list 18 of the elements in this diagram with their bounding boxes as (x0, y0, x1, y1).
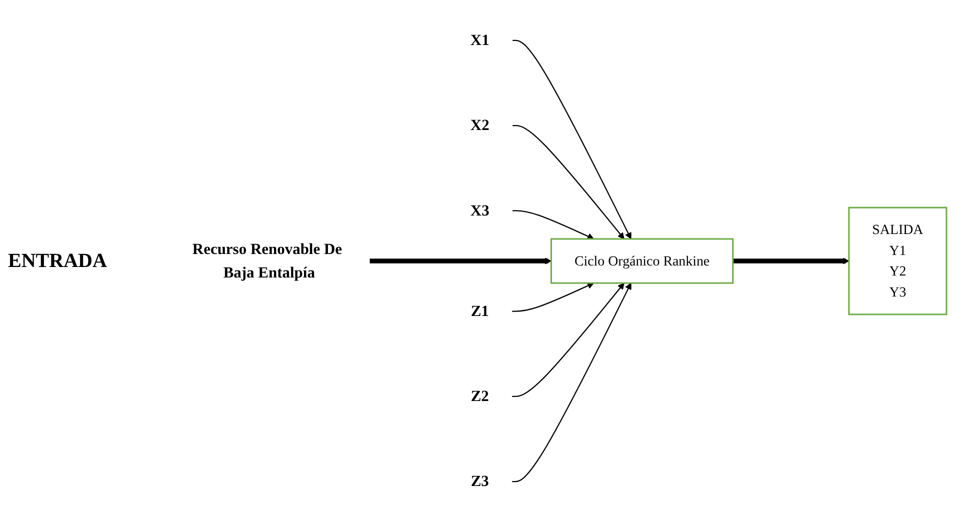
section-label: ENTRADA (8, 250, 108, 272)
arrow (512, 282, 624, 398)
node-text: Z2 (470, 388, 489, 405)
node-text: X1 (470, 32, 490, 49)
node-text: X2 (470, 117, 490, 134)
arrow (370, 258, 552, 264)
node-text: Z3 (470, 473, 489, 490)
node-text: Recurso Renovable De Baja Entalpía (192, 240, 342, 282)
node-text: Z1 (470, 302, 489, 320)
node-box: SALIDA Y1 Y2 Y3 (848, 206, 948, 316)
arrow (512, 40, 632, 240)
arrow (512, 210, 594, 240)
arrow (512, 124, 624, 240)
node-box: Ciclo Orgánico Rankine (550, 238, 734, 284)
arrow (732, 258, 850, 264)
arrow (512, 282, 594, 312)
node-text: X3 (470, 202, 490, 220)
arrow (512, 282, 632, 482)
